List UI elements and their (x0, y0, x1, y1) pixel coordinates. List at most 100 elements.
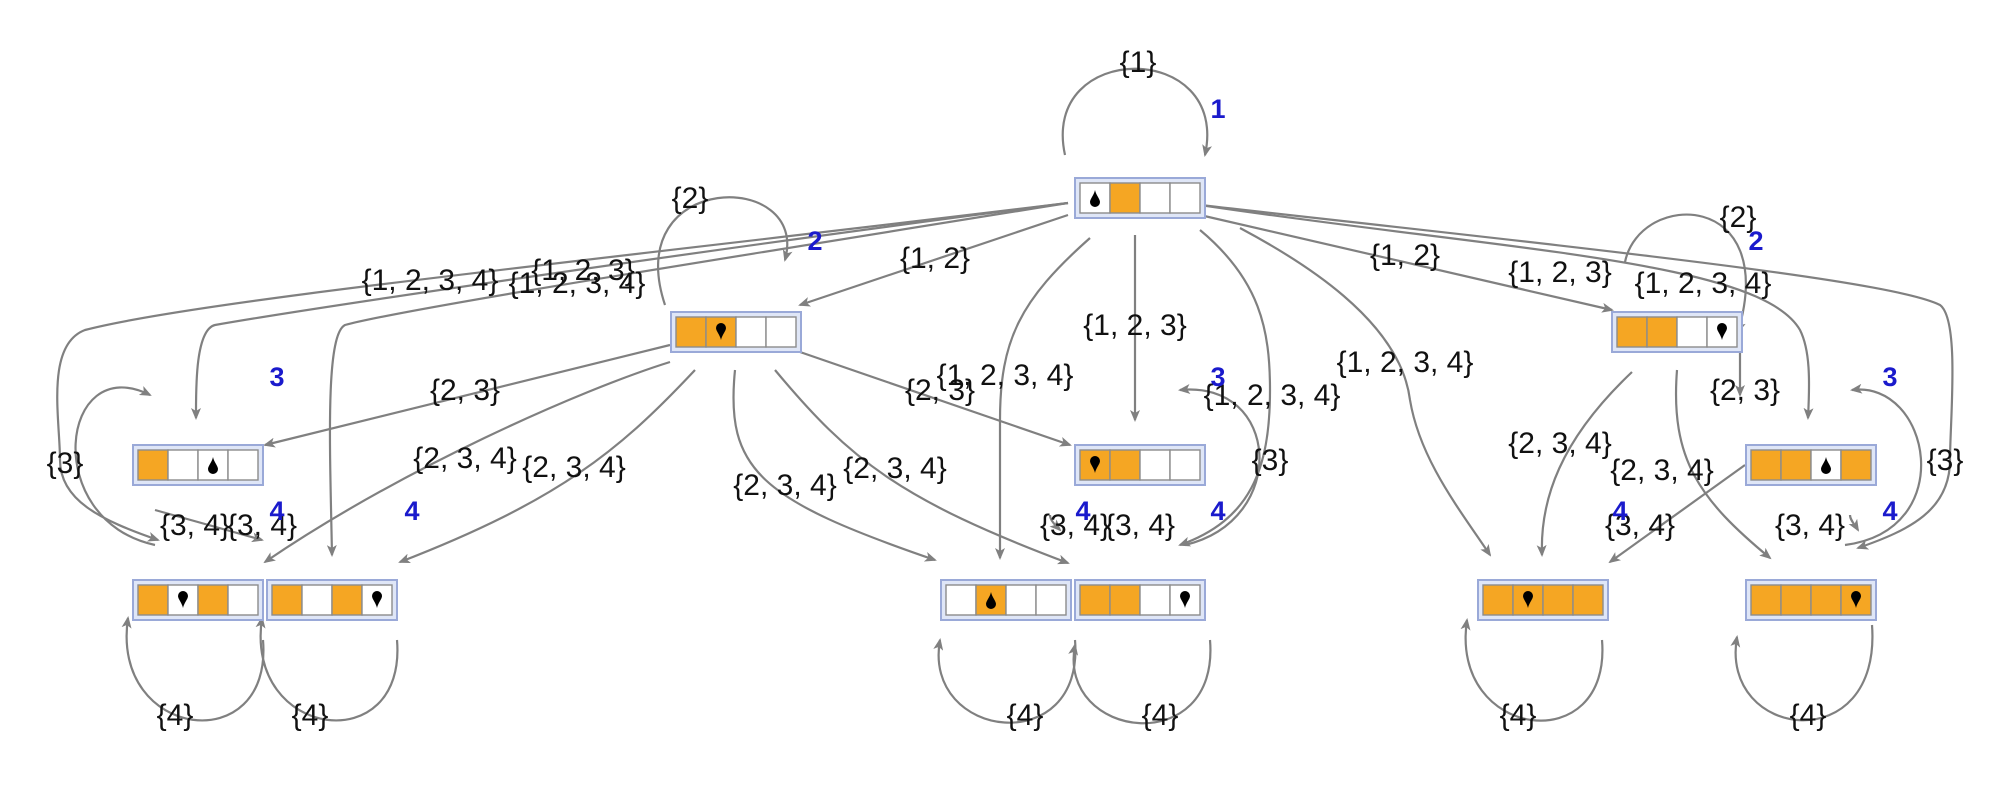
edge-label: {1, 2, 3, 4} (1635, 267, 1772, 300)
port-label: 2 (1748, 226, 1763, 256)
edge-n5-n12 (1675, 369, 1772, 560)
tape-cell-filled (1750, 584, 1782, 616)
edge-label: {3, 4} (1775, 509, 1845, 542)
tape-cell-filled (675, 316, 707, 348)
tape-cell-filled (1750, 449, 1782, 481)
edge-n1-n8 (326, 201, 1069, 557)
port-label: 3 (269, 362, 284, 392)
port-label: 4 (404, 496, 419, 526)
edge-label: {4} (1500, 699, 1537, 732)
tape-cell-empty (1035, 584, 1067, 616)
port-label: 1 (1210, 94, 1225, 124)
tape-cell-empty (227, 584, 259, 616)
edge-n2-n9 (732, 369, 937, 562)
tape-state-n6 (1745, 444, 1877, 486)
edge-label: {1, 2} (900, 242, 970, 275)
edge-self-loop-n10 (1068, 639, 1212, 725)
edge-self-loop-n4 (1178, 384, 1261, 547)
edge-label: {4} (1142, 699, 1179, 732)
edge-n1-n10 (1178, 229, 1272, 547)
edge-label: {2, 3, 4} (1508, 427, 1611, 460)
tape-state-n11 (1477, 579, 1609, 621)
edge-self-loop-n12 (1730, 624, 1874, 722)
port-label: 4 (1612, 496, 1627, 526)
tape-cell-filled (1109, 182, 1141, 214)
tape-cell-filled (197, 584, 229, 616)
tape-cell-empty (1169, 182, 1201, 214)
drop-pointer-icon (1717, 323, 1727, 340)
port-label: 4 (269, 496, 284, 526)
tape-cell-filled (137, 449, 169, 481)
tape-cell-empty (735, 316, 767, 348)
tape-state-n12 (1745, 579, 1877, 621)
tape-state-n5 (1611, 311, 1743, 353)
tape-state-n1 (1074, 177, 1206, 219)
edge-label: {1, 2, 3} (531, 254, 634, 287)
tape-state-n9 (940, 579, 1072, 621)
edge-label: {3} (1927, 444, 1964, 477)
tape-cell-filled (1616, 316, 1648, 348)
edge-n1-n2 (798, 213, 1069, 307)
edge-self-loop-n3 (74, 386, 156, 547)
edge-label: {3} (1252, 444, 1289, 477)
tape-cell-filled (1840, 449, 1872, 481)
nodes (132, 177, 1877, 621)
edge-label: {1, 2, 3, 4} (509, 267, 646, 300)
edge-label: {3, 4} (1105, 509, 1175, 542)
tape-cell-filled (1780, 449, 1812, 481)
edge-n2-n4 (799, 350, 1072, 447)
edge-label: {3, 4} (1605, 509, 1675, 542)
tape-state-n8 (266, 579, 398, 621)
tape-cell-filled (1542, 584, 1574, 616)
tape-state-n3 (132, 444, 264, 486)
edge-n6-n11 (1608, 464, 1746, 564)
edge-label: {1} (1120, 46, 1157, 79)
edge-n1-n5 (1199, 213, 1614, 313)
edge-labels: {1} {1, 2, 3, 4} {1, 2, 3} {1, 2, 3, 4} … (47, 46, 1964, 732)
tape-cell-filled (1840, 584, 1872, 616)
edge-n1-n11 (1239, 227, 1492, 557)
edge-n4-n10 (1048, 514, 1062, 532)
edge-label: {2, 3, 4} (522, 451, 625, 484)
port-label: 4 (1882, 496, 1897, 526)
edge-self-loop-n5 (1623, 213, 1747, 334)
port-label: 3 (1882, 362, 1897, 392)
tape-cell-empty (765, 316, 797, 348)
edge-n6-n12 (1848, 514, 1860, 532)
drop-pointer-icon (372, 591, 382, 608)
edge-self-loop-n11 (1460, 618, 1604, 722)
edge-n1-n6 (1199, 203, 1814, 420)
edge-label: {1, 2, 3, 4} (362, 264, 499, 297)
drop-pointer-icon (1090, 456, 1100, 473)
edge-label: {2, 3} (1710, 374, 1780, 407)
edge-label: {2} (672, 182, 709, 215)
tape-cell-empty (1139, 449, 1171, 481)
edge-n1-n12 (1199, 203, 1954, 550)
edge-label: {1, 2, 3, 4} (1204, 379, 1341, 412)
tape-cell-filled (1482, 584, 1514, 616)
edge-self-loop-n1 (1061, 67, 1212, 157)
port-label: 4 (1075, 496, 1090, 526)
edge-label: {4} (292, 699, 329, 732)
tape-cell-empty (945, 584, 977, 616)
edge-label: {2} (1720, 201, 1757, 234)
drop-pointer-icon (178, 591, 188, 608)
drop-pointer-icon (1821, 457, 1831, 474)
tape-cell-filled (1109, 449, 1141, 481)
port-labels: 1 2 2 3 3 3 4 4 4 4 4 4 (269, 94, 1897, 526)
edge-label: {1, 2, 3, 4} (1337, 346, 1474, 379)
drop-pointer-icon (208, 457, 218, 474)
drop-pointer-icon (1523, 591, 1533, 608)
tape-cell-filled (1079, 584, 1111, 616)
edge-self-loop-n8 (255, 616, 399, 722)
tape-cell-empty (1169, 449, 1201, 481)
edge-label: {4} (1790, 699, 1827, 732)
edge-n1-n3 (190, 201, 1069, 420)
tape-cell-empty (1139, 182, 1171, 214)
edge-label: {1, 2, 3} (1083, 309, 1186, 342)
edge-label: {2, 3, 4} (843, 452, 946, 485)
edge-label: {2, 3, 4} (413, 442, 516, 475)
tape-cell-filled (331, 584, 363, 616)
edge-n2-n7 (263, 360, 671, 564)
